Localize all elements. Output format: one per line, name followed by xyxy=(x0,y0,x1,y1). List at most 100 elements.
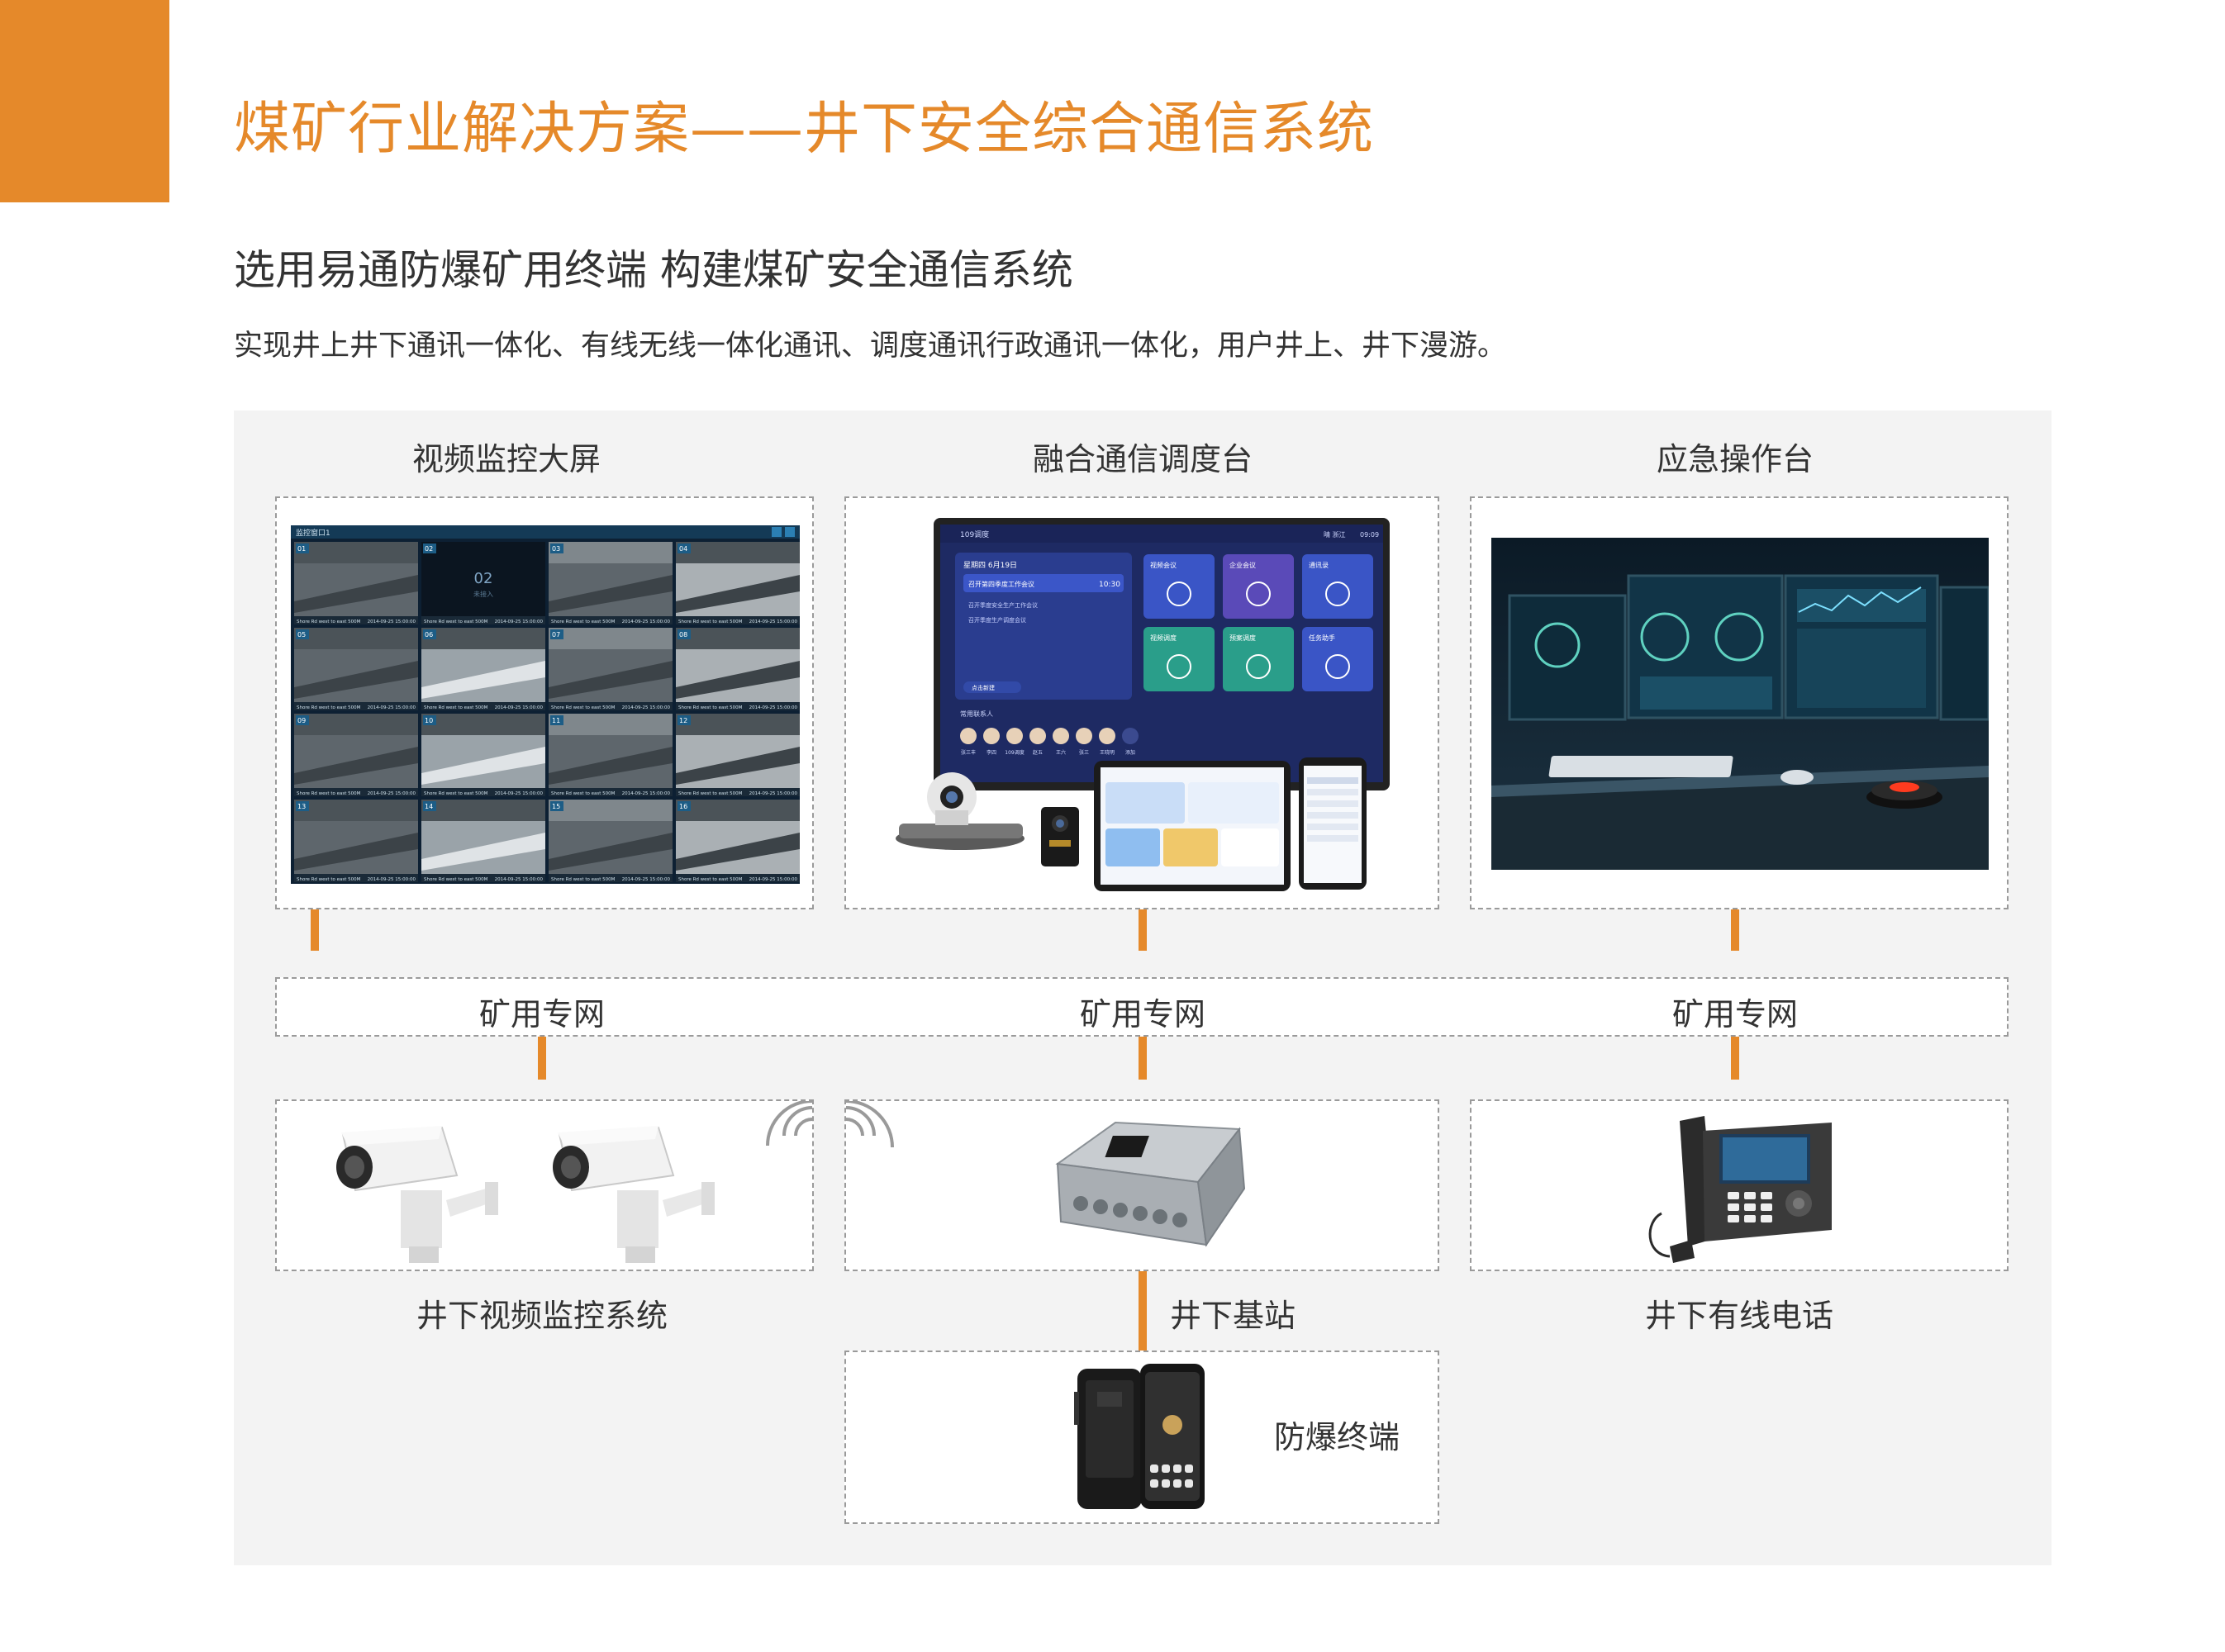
dispatch-contact-name: 张三 xyxy=(1079,749,1089,756)
video-tile-caption: Shore Rd west to east 500M xyxy=(551,620,616,624)
video-tile-time: 2014-09-25 15:00:00 xyxy=(495,705,544,710)
video-tile-id: 05 xyxy=(297,631,306,638)
dispatch-contact: 张三丰 xyxy=(960,728,977,756)
connector-top-1 xyxy=(311,909,319,951)
video-tile-id: 12 xyxy=(679,717,687,724)
dispatch-tile-label: 视频会议 xyxy=(1150,561,1177,569)
dispatch-contact: 张三 xyxy=(1076,728,1092,756)
dispatch-tile: 任务助手 xyxy=(1302,627,1373,691)
dispatch-tile-label: 预案调度 xyxy=(1229,634,1256,642)
video-tile-time: 2014-09-25 15:00:00 xyxy=(368,705,416,710)
video-tile-caption: Shore Rd west to east 500M xyxy=(297,877,361,882)
emergency-console-label: 应急操作台 xyxy=(1656,441,1814,477)
video-tile-id: 07 xyxy=(552,631,560,638)
page-title: 煤矿行业解决方案——井下安全综合通信系统 xyxy=(234,97,1375,162)
connector-terminal xyxy=(1139,1271,1147,1351)
video-tile-caption: Shore Rd west to east 500M xyxy=(297,791,361,796)
dispatch-equipment-image: 109调度 晴 浙江 09:09 星期四 6月19日 召开第四季度工作会议 10… xyxy=(896,518,1390,891)
dispatch-contact-name: 王六 xyxy=(1056,749,1066,756)
video-wall-window-title: 监控窗口1 xyxy=(296,528,330,538)
network-label-1: 矿用专网 xyxy=(478,996,606,1032)
dispatch-feature-tiles: 视频会议企业会议通讯录视频调度预案调度任务助手 xyxy=(1143,554,1373,691)
video-tile-caption: Shore Rd west to east 500M xyxy=(297,620,361,624)
video-tile-id: 15 xyxy=(552,803,560,810)
wired-phone-label: 井下有线电话 xyxy=(1644,1298,1834,1334)
video-tile-time: 2014-09-25 15:00:00 xyxy=(622,620,671,624)
cctv-cameras-image xyxy=(336,1126,715,1263)
dispatch-contact: 王晓明 xyxy=(1099,728,1115,756)
video-tile-caption: Shore Rd west to east 500M xyxy=(551,877,616,882)
dispatch-contact-name: 李四 xyxy=(987,749,996,756)
video-tile-caption: Shore Rd west to east 500M xyxy=(424,877,488,882)
dispatch-tile: 视频会议 xyxy=(1143,554,1215,619)
underground-video-box xyxy=(275,1099,814,1271)
dispatch-contacts: 张三丰 李四 109调度 赵五 王六 张三 王晓明 添加 xyxy=(960,728,1139,756)
video-tile-time: 2014-09-25 15:00:00 xyxy=(622,791,671,796)
video-tile-id: 14 xyxy=(425,803,433,810)
video-tile-time: 2014-09-25 15:00:00 xyxy=(749,877,798,882)
dispatch-contact-name: 赵五 xyxy=(1033,749,1043,756)
video-wall-label: 视频监控大屏 xyxy=(411,441,601,477)
dispatch-console-label: 融合通信调度台 xyxy=(1032,441,1253,477)
mining-network-bar xyxy=(275,977,2009,1037)
page-subtitle: 选用易通防爆矿用终端 构建煤矿安全通信系统 xyxy=(234,246,1073,294)
video-tile-caption: Shore Rd west to east 500M xyxy=(424,791,488,796)
dispatch-contact-name: 王晓明 xyxy=(1100,749,1115,756)
video-tile-time: 2014-09-25 15:00:00 xyxy=(749,791,798,796)
dispatch-contact-name: 109调度 xyxy=(1005,749,1024,756)
base-station-box xyxy=(844,1099,1439,1271)
dispatch-contact: 赵五 xyxy=(1029,728,1046,756)
dispatch-tile-label: 任务助手 xyxy=(1309,634,1335,642)
dispatch-contact-name: 添加 xyxy=(1125,749,1135,756)
svg-text:10:30: 10:30 xyxy=(1099,581,1120,589)
video-tile-caption: Shore Rd west to east 500M xyxy=(551,705,616,710)
dispatch-tile-label: 企业会议 xyxy=(1229,561,1256,569)
dispatch-tile-label: 通讯录 xyxy=(1309,561,1329,569)
svg-text:星期四 6月19日: 星期四 6月19日 xyxy=(963,561,1017,570)
dispatch-tile: 通讯录 xyxy=(1302,554,1373,619)
video-tile-caption: Shore Rd west to east 500M xyxy=(551,791,616,796)
video-tile-caption: Shore Rd west to east 500M xyxy=(297,705,361,710)
video-tile-caption: Shore Rd west to east 500M xyxy=(678,877,743,882)
dispatch-contact: 添加 xyxy=(1122,728,1139,756)
video-tile-id: 08 xyxy=(679,631,687,638)
video-tile-id: 13 xyxy=(297,803,306,810)
connector-mid-2 xyxy=(1139,1037,1147,1080)
wireless-signal-icon xyxy=(846,1101,894,1148)
svg-text:常用联系人: 常用联系人 xyxy=(960,710,993,718)
video-tile-id: 09 xyxy=(297,717,306,724)
connector-top-2 xyxy=(1139,909,1147,951)
dispatch-contact: 李四 xyxy=(983,728,1000,756)
page-description: 实现井上井下通讯一体化、有线无线一体化通讯、调度通讯行政通讯一体化，用户井上、井… xyxy=(234,330,1507,363)
video-tile-caption: Shore Rd west to east 500M xyxy=(678,705,743,710)
dispatch-console-box: 109调度 晴 浙江 09:09 星期四 6月19日 召开第四季度工作会议 10… xyxy=(844,496,1439,909)
dispatch-contact-name: 张三丰 xyxy=(961,749,976,756)
video-tile-caption: Shore Rd west to east 500M xyxy=(424,620,488,624)
dispatch-tile: 预案调度 xyxy=(1223,627,1294,691)
video-tile-id: 06 xyxy=(425,631,433,638)
explosion-proof-terminal-box: 防爆终端 xyxy=(844,1351,1439,1524)
video-tile-id: 10 xyxy=(425,717,433,724)
emergency-console-image xyxy=(1491,538,1989,870)
connector-top-3 xyxy=(1731,909,1739,951)
base-station-image xyxy=(1055,1121,1246,1247)
video-tile-time: 2014-09-25 15:00:00 xyxy=(368,877,416,882)
svg-text:109调度: 109调度 xyxy=(960,529,989,539)
video-tile-time: 2014-09-25 15:00:00 xyxy=(495,791,544,796)
network-label-3: 矿用专网 xyxy=(1671,996,1799,1032)
